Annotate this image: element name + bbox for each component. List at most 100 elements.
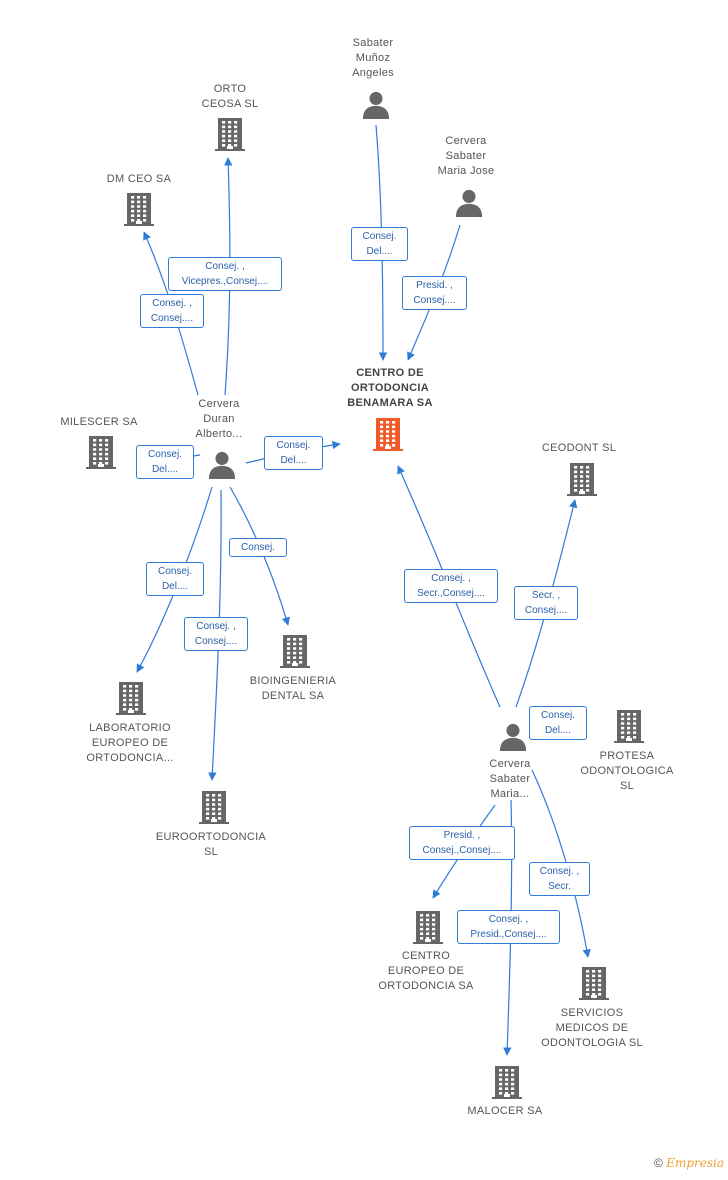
node-label-line: EUROPEO DE bbox=[91, 737, 169, 749]
building-icon-euroortodoncia[interactable] bbox=[199, 790, 229, 824]
node-label-line: BENAMARA SA bbox=[347, 397, 433, 409]
relation-label-line: Secr. bbox=[548, 881, 571, 892]
relation-label-r_centro_eu[interactable]: Presid. , Consej.,Consej.... bbox=[409, 826, 515, 860]
relation-label-line: Consej. bbox=[241, 542, 275, 553]
relation-label-line: Consej. bbox=[158, 566, 192, 577]
node-label-euroortodoncia[interactable]: EUROORTODONCIA SL bbox=[136, 830, 286, 860]
relation-label-r_lab[interactable]: Consej. Del.... bbox=[146, 562, 204, 596]
node-label-line: ORTODONCIA bbox=[351, 382, 429, 394]
building-icon-servicios[interactable] bbox=[579, 966, 609, 1000]
relation-label-r_dm[interactable]: Consej. , Consej.... bbox=[140, 294, 204, 328]
node-label-milescer[interactable]: MILESCER SA bbox=[24, 415, 174, 430]
person-icon-cervera_alberto[interactable] bbox=[208, 451, 236, 479]
copyright-symbol: © bbox=[654, 1156, 663, 1170]
node-label-line: ODONTOLOGIA SL bbox=[541, 1037, 643, 1049]
node-label-line: ORTODONCIA... bbox=[86, 752, 174, 764]
relation-label-line: Consej. bbox=[276, 440, 311, 451]
relation-label-r_mjose[interactable]: Presid. , Consej.... bbox=[402, 276, 467, 310]
node-label-line: Cervera bbox=[489, 758, 531, 770]
node-label-line: PROTESA bbox=[599, 750, 655, 762]
relation-label-line: Del.... bbox=[161, 581, 189, 592]
relation-label-line: Consej. , bbox=[431, 573, 471, 584]
brand-name: Empresia bbox=[666, 1156, 724, 1170]
relation-label-line: Consej.... bbox=[413, 295, 456, 306]
relation-label-r_milescer[interactable]: Consej. Del.... bbox=[136, 445, 194, 479]
building-icon-orto_ceosa[interactable] bbox=[215, 117, 245, 151]
node-label-line: SERVICIOS bbox=[560, 1007, 624, 1019]
building-icon-dm_ceo[interactable] bbox=[124, 192, 154, 226]
node-label-centro_benamara[interactable]: CENTRO DE ORTODONCIA BENAMARA SA bbox=[315, 366, 465, 411]
relation-label-line: Consej. bbox=[362, 231, 397, 242]
node-label-line: SL bbox=[203, 846, 219, 858]
node-label-servicios[interactable]: SERVICIOS MEDICOS DE ODONTOLOGIA SL bbox=[517, 1006, 667, 1051]
node-label-line: Sabater bbox=[489, 773, 531, 785]
relation-label-line: Consej. , bbox=[152, 298, 192, 309]
building-icon-centro_benamara[interactable] bbox=[372, 417, 404, 451]
relation-label-r_alberto_main[interactable]: Consej.Del.... bbox=[264, 436, 323, 470]
building-icon-bioingenieria[interactable] bbox=[280, 634, 310, 668]
node-label-line: CENTRO bbox=[401, 950, 451, 962]
building-icon-malocer[interactable] bbox=[492, 1065, 522, 1099]
node-label-malocer[interactable]: MALOCER SA bbox=[430, 1104, 580, 1119]
node-label-line: CEOSA SL bbox=[201, 98, 259, 110]
relation-label-line: Consej. , bbox=[539, 866, 580, 877]
node-label-dm_ceo[interactable]: DM CEO SA bbox=[64, 172, 214, 187]
footer-brand[interactable]: © Empresia bbox=[654, 1156, 724, 1170]
node-label-laboratorio[interactable]: LABORATORIO EUROPEO DE ORTODONCIA... bbox=[55, 721, 205, 766]
relation-label-r_servicios[interactable]: Consej. , Secr. bbox=[529, 862, 590, 896]
relation-label-line: Consej.... bbox=[150, 313, 194, 324]
relation-label-line: Presid. , bbox=[443, 830, 481, 841]
relation-label-line: Consej.... bbox=[524, 605, 568, 616]
building-icon-ceodont[interactable] bbox=[567, 462, 597, 496]
relation-label-line: Del.... bbox=[366, 246, 393, 257]
relation-label-line: Presid. , bbox=[416, 280, 453, 291]
building-icon-milescer[interactable] bbox=[86, 435, 116, 469]
relation-label-line: Del.... bbox=[151, 464, 179, 475]
relation-label-r_orto[interactable]: Consej. ,Vicepres.,Consej.... bbox=[168, 257, 282, 291]
relation-label-line: Del.... bbox=[544, 725, 572, 736]
relation-label-r_euro[interactable]: Consej. ,Consej.... bbox=[184, 617, 248, 651]
relation-label-line: Consej. , bbox=[196, 621, 236, 632]
node-label-line: EUROORTODONCIA bbox=[155, 831, 267, 843]
node-label-line: Cervera bbox=[445, 135, 487, 147]
node-label-line: BIOINGENIERIA bbox=[249, 675, 337, 687]
node-label-line: MILESCER SA bbox=[60, 416, 138, 428]
relation-label-r_bio[interactable]: Consej. bbox=[229, 538, 287, 557]
relation-label-r_ceodont[interactable]: Secr. , Consej.... bbox=[514, 586, 578, 620]
node-label-line: LABORATORIO bbox=[89, 722, 171, 734]
node-label-line: DENTAL SA bbox=[261, 690, 325, 702]
node-label-line: Alberto... bbox=[195, 428, 243, 440]
person-icon-sabater_angeles[interactable] bbox=[362, 91, 390, 119]
person-icon-cervera_mjose[interactable] bbox=[455, 189, 483, 217]
relation-label-r_maria_main[interactable]: Consej. ,Secr.,Consej.... bbox=[404, 569, 498, 603]
node-label-line: CEODONT SL bbox=[541, 442, 617, 454]
relation-label-line: Secr. , bbox=[531, 590, 561, 601]
person-icon-cervera_maria[interactable] bbox=[499, 723, 527, 751]
relation-label-line: Consej. bbox=[148, 449, 182, 460]
node-label-bioingenieria[interactable]: BIOINGENIERIA DENTAL SA bbox=[218, 674, 368, 704]
node-label-line: CENTRO DE bbox=[356, 367, 424, 379]
node-label-line: Sabater bbox=[352, 37, 394, 49]
building-icon-laboratorio[interactable] bbox=[116, 681, 146, 715]
relation-label-line: Consej. , bbox=[488, 914, 529, 925]
building-icon-centro_europeo[interactable] bbox=[413, 910, 443, 944]
node-label-ceodont[interactable]: CEODONT SL bbox=[504, 441, 654, 456]
relation-label-r_protesa[interactable]: Consej.Del.... bbox=[529, 706, 587, 740]
relation-label-r_angeles[interactable]: Consej. Del.... bbox=[351, 227, 408, 261]
node-label-line: MEDICOS DE bbox=[555, 1022, 629, 1034]
node-label-line: SL bbox=[619, 780, 635, 792]
relation-label-r_malocer[interactable]: Consej. ,Presid.,Consej.... bbox=[457, 910, 560, 944]
relation-label-line: Consej.,Consej.... bbox=[422, 845, 502, 856]
node-label-line: Maria... bbox=[490, 788, 530, 800]
relation-label-line: Vicepres.,Consej.... bbox=[181, 276, 269, 287]
building-icon-protesa[interactable] bbox=[614, 709, 644, 743]
node-label-line: DM CEO SA bbox=[106, 173, 172, 185]
